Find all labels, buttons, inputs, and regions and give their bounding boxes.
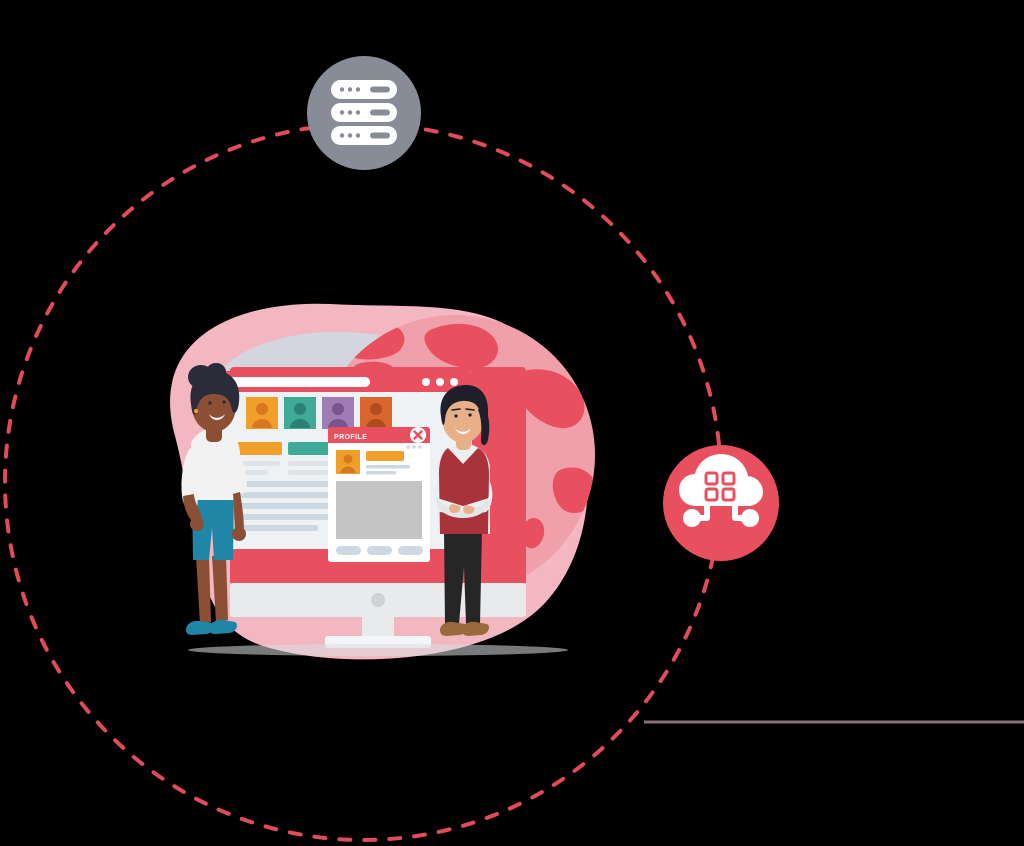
profile-name-bar	[366, 451, 404, 461]
monitor-power-indicator	[371, 593, 385, 607]
window-dot[interactable]	[436, 378, 444, 386]
avatar-card[interactable]	[322, 397, 354, 429]
profile-action-button[interactable]	[367, 546, 392, 555]
man-standing-right	[433, 384, 493, 636]
avatar-card[interactable]	[284, 397, 316, 429]
profile-action-button[interactable]	[398, 546, 423, 555]
profile-action-button[interactable]	[336, 546, 361, 555]
window-dot[interactable]	[450, 378, 458, 386]
profile-detail-line	[366, 471, 396, 475]
browser-search-input[interactable]	[224, 377, 370, 387]
profile-menu-dots[interactable]	[406, 445, 422, 449]
profile-avatar	[336, 450, 360, 474]
avatar-card[interactable]	[360, 397, 392, 429]
profile-dialog[interactable]: PROFILE	[328, 427, 430, 562]
tag-button[interactable]	[228, 442, 282, 455]
server-icon	[331, 80, 397, 145]
avatar-card[interactable]	[246, 397, 278, 429]
window-dot[interactable]	[422, 378, 430, 386]
cloud-network-icon	[679, 454, 763, 527]
woman-standing-left	[181, 363, 247, 635]
profile-detail-line	[366, 465, 410, 469]
cloud-network-badge[interactable]	[663, 445, 779, 561]
close-x-icon[interactable]	[410, 427, 426, 443]
avatar-card-list	[246, 397, 392, 429]
profile-dialog-title: PROFILE	[334, 434, 367, 441]
server-database-badge[interactable]	[307, 56, 421, 170]
profile-image-placeholder	[336, 481, 422, 539]
